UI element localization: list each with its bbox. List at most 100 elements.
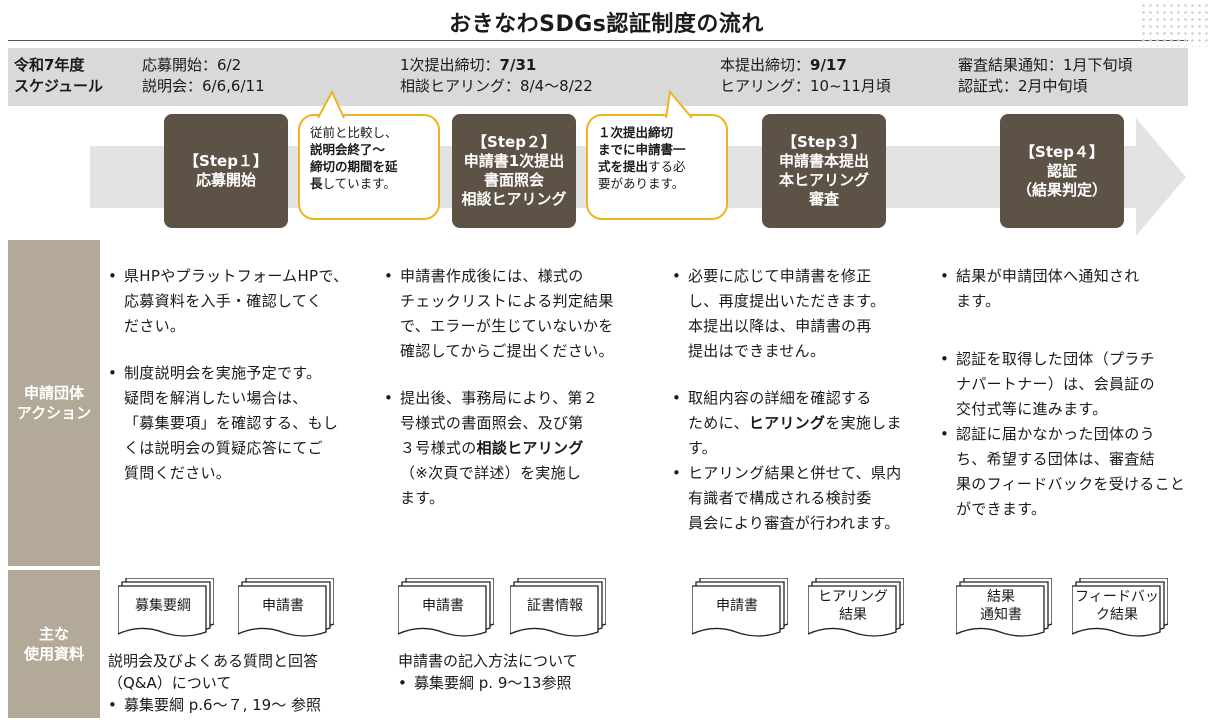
step-3-line: 本ヒアリング xyxy=(778,171,869,189)
action-bullet: 制度説明会を実施予定です。 疑問を解消したい場合は、 「募集要項」を確認する、も… xyxy=(108,361,378,486)
action-line: （※次頁で詳述）を実施し xyxy=(400,464,582,482)
document-label: 結果 xyxy=(987,589,1015,605)
action-bullet: ヒアリング結果と併せて、県内 有識者で構成される検討委 員会により審査が行われま… xyxy=(672,461,934,536)
note-line: 募集要綱 p. 9～13参照 xyxy=(398,672,578,694)
action-line: 員会により審査が行われます。 xyxy=(688,514,900,532)
action-line: 応募資料を入手・確認してく xyxy=(124,292,323,310)
band-label-line: 使用資料 xyxy=(23,645,84,663)
step-4-box: 【Step４】 認証 （結果判定） xyxy=(1000,114,1124,228)
action-bullet: 認証に届かなかった団体のう ち、希望する団体は、審査結 果のフィードバックを受け… xyxy=(940,422,1202,522)
band-label-line: 主な xyxy=(38,625,69,643)
document-label: 申請書 xyxy=(422,598,464,614)
step-1-box: 【Step１】 応募開始 xyxy=(164,114,288,228)
callout-line: 従前と比較し、 xyxy=(310,125,398,140)
action-line: 結果が申請団体へ通知され xyxy=(956,267,1140,285)
action-line: 交付式等に進みます。 xyxy=(956,400,1108,418)
action-line: 提出後、事務局により、第２ xyxy=(400,389,599,407)
schedule-column-1: 応募開始：6/2 説明会：6/6,6/11 xyxy=(142,55,265,97)
band-label-line: 申請団体 xyxy=(23,384,84,402)
schedule-item-label: 説明会： xyxy=(142,77,203,95)
schedule-item-value: 8/4～8/22 xyxy=(520,77,593,95)
step-2-number: 【Step２】 xyxy=(472,133,556,151)
action-line: ナパートナー）は、会員証の xyxy=(956,375,1155,393)
action-line: ３号様式の xyxy=(400,439,477,457)
action-line: で、エラーが生じていないかを xyxy=(400,317,614,335)
step-1-number: 【Step１】 xyxy=(184,152,268,170)
action-line: ち、希望する団体は、審査結 xyxy=(956,450,1155,468)
schedule-bar: 令和7年度 スケジュール 応募開始：6/2 説明会：6/6,6/11 1次提出締… xyxy=(8,48,1188,106)
step-3-line: 審査 xyxy=(808,190,839,208)
schedule-item-label: 相談ヒアリング： xyxy=(400,77,521,95)
document-label: 通知書 xyxy=(980,607,1022,623)
document-label: 結果 xyxy=(839,607,867,623)
document-stack-icon: 申請書 xyxy=(692,578,788,640)
callout-line: 長 xyxy=(310,176,323,191)
document-stack-icon: 証書情報 xyxy=(510,578,606,640)
schedule-item-value: 9/17 xyxy=(810,56,847,74)
step-2-line: 相談ヒアリング xyxy=(461,190,567,208)
action-line: ヒアリング結果と併せて、県内 xyxy=(688,464,902,482)
page-title: おきなわSDGs認証制度の流れ xyxy=(449,12,764,37)
action-line: 必要に応じて申請書を修正 xyxy=(688,267,872,285)
step-3-line: 申請書本提出 xyxy=(778,152,869,170)
schedule-item-label: 1次提出締切： xyxy=(400,56,500,74)
callout-line: 式を提出 xyxy=(598,159,649,174)
document-stack-icon: 募集要綱 xyxy=(118,578,214,640)
callout-line: 要があります。 xyxy=(598,176,685,191)
materials-note-1: 説明会及びよくある質問と回答 （Q&A）について 募集要綱 p.6～７, 19～… xyxy=(108,650,321,716)
action-line: チェックリストによる判定結果 xyxy=(400,292,614,310)
action-line: 有識者で構成される検討委 xyxy=(688,489,872,507)
schedule-column-2: 1次提出締切：7/31 相談ヒアリング：8/4～8/22 xyxy=(400,55,593,97)
callout-line: する必 xyxy=(648,159,686,174)
schedule-item-value: 1月下旬頃 xyxy=(1063,56,1133,74)
schedule-column-3: 本提出締切：9/17 ヒアリング：10~11月頃 xyxy=(720,55,891,97)
dot-pattern-decoration xyxy=(1140,2,1210,47)
callout-line: 締切の期間を延 xyxy=(310,159,398,174)
title-divider xyxy=(8,40,1188,41)
step-1-title: 応募開始 xyxy=(195,171,256,189)
action-column-4: 結果が申請団体へ通知され ます。 認証を取得した団体（プラチ ナパートナー）は、… xyxy=(940,264,1202,522)
band-label-applicant-actions: 申請団体 アクション xyxy=(8,240,100,566)
action-line: 申請書作成後には、様式の xyxy=(400,267,584,285)
action-line: 取組内容の詳細を確認する xyxy=(688,389,872,407)
callout-briefing-period: 従前と比較し、 説明会終了～ 締切の期間を延 長しています。 xyxy=(298,90,440,220)
document-label: 申請書 xyxy=(716,598,758,614)
schedule-label-text: スケジュール xyxy=(14,77,103,95)
callout-line: しています。 xyxy=(322,176,396,191)
step-4-line: 認証 xyxy=(1046,161,1077,180)
note-line: （Q&A）について xyxy=(108,674,232,692)
document-stack-icon: 申請書 xyxy=(238,578,334,640)
step-2-line: 書面照会 xyxy=(483,171,544,189)
action-line: ために、 xyxy=(688,414,749,432)
step-4-number: 【Step４】 xyxy=(1020,142,1104,161)
step-4-line: （結果判定） xyxy=(1016,180,1107,199)
action-line: ます。 xyxy=(956,292,1001,310)
document-label: ク結果 xyxy=(1096,607,1138,623)
schedule-column-4: 審査結果通知：1月下旬頃 認証式：2月中旬頃 xyxy=(958,55,1133,97)
action-line: し、再度提出いただきます。 xyxy=(688,292,886,310)
action-line: ができます。 xyxy=(956,500,1047,518)
action-bullet: 結果が申請団体へ通知され ます。 xyxy=(940,264,1202,314)
action-line: 県HPやプラットフォームHPで、 xyxy=(124,267,349,285)
action-bullet: 必要に応じて申請書を修正 し、再度提出いただきます。 本提出以降は、申請書の再 … xyxy=(672,264,934,364)
action-bullet: 取組内容の詳細を確認する ために、ヒアリングを実施しま す。 xyxy=(672,386,934,461)
action-bullet: 提出後、事務局により、第２ 号様式の書面照会、及び第 ３号様式の相談ヒアリング … xyxy=(384,386,664,511)
action-line: 認証を取得した団体（プラチ xyxy=(956,350,1155,368)
callout-line: 説明会終了～ xyxy=(310,142,386,157)
action-emphasis: 相談ヒアリング xyxy=(476,439,584,457)
document-label: 申請書 xyxy=(262,598,304,614)
step-2-box: 【Step２】 申請書1次提出 書面照会 相談ヒアリング xyxy=(452,114,576,228)
callout-tail xyxy=(665,90,693,119)
action-line: ださい。 xyxy=(124,317,186,335)
action-line: 果のフィードバックを受けること xyxy=(956,475,1186,493)
schedule-item-label: 本提出締切： xyxy=(720,56,811,74)
action-line: す。 xyxy=(688,439,718,457)
callout-first-deadline: １次提出締切 までに申請書一 式を提出する必 要があります。 xyxy=(586,90,728,220)
document-label: 募集要綱 xyxy=(135,598,191,614)
action-line: を実施しま xyxy=(825,414,902,432)
action-bullet: 申請書作成後には、様式の チェックリストによる判定結果 で、エラーが生じていない… xyxy=(384,264,664,364)
action-column-2: 申請書作成後には、様式の チェックリストによる判定結果 で、エラーが生じていない… xyxy=(384,264,664,511)
action-line: くは説明会の質疑応答にてご xyxy=(124,439,323,457)
action-line: 確認してからご提出ください。 xyxy=(400,342,614,360)
callout-tail xyxy=(317,90,345,119)
